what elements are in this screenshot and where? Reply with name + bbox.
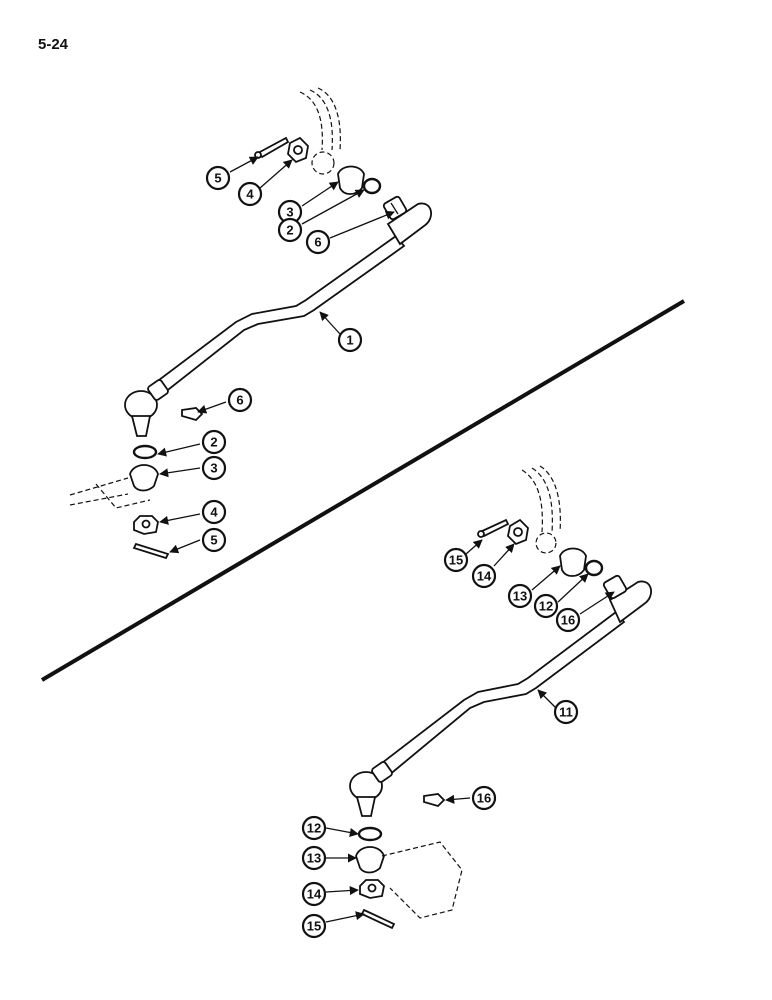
lower-right-tie-rod-end xyxy=(602,574,652,624)
callout-12: 12 xyxy=(533,593,559,619)
svg-text:4: 4 xyxy=(246,187,254,202)
lower-assembly: 15 14 13 12 16 11 16 12 13 14 15 xyxy=(301,465,652,939)
callout-1: 1 xyxy=(337,327,363,353)
svg-text:14: 14 xyxy=(477,569,492,584)
svg-text:16: 16 xyxy=(477,791,491,806)
page-number: 5-24 xyxy=(38,36,69,53)
upper-leaders xyxy=(157,156,395,554)
upper-steering-arm-phantom xyxy=(299,87,341,175)
lower-leaders xyxy=(325,539,615,923)
lower-tie-rod-tube xyxy=(376,610,626,778)
upper-top-hardware xyxy=(254,136,382,195)
lower-bottom-hardware xyxy=(355,793,463,930)
upper-left-tie-rod-end xyxy=(124,379,169,437)
svg-text:11: 11 xyxy=(559,705,573,720)
svg-text:13: 13 xyxy=(307,851,321,866)
svg-text:15: 15 xyxy=(307,919,321,934)
lower-steering-arm-phantom xyxy=(521,465,561,554)
svg-text:6: 6 xyxy=(236,393,243,408)
svg-text:6: 6 xyxy=(314,235,321,250)
svg-text:5: 5 xyxy=(214,171,221,186)
callout-5: 5 xyxy=(201,527,227,553)
svg-text:2: 2 xyxy=(286,223,293,238)
svg-text:2: 2 xyxy=(210,435,217,450)
svg-text:16: 16 xyxy=(561,613,575,628)
callout-11: 11 xyxy=(553,699,579,725)
callout-13: 13 xyxy=(507,583,533,609)
svg-text:5: 5 xyxy=(210,533,217,548)
svg-text:1: 1 xyxy=(346,333,353,348)
callout-4: 4 xyxy=(201,499,227,525)
callout-6: 6 xyxy=(305,229,331,255)
svg-text:14: 14 xyxy=(307,887,322,902)
divider-line xyxy=(40,299,686,682)
callout-2: 2 xyxy=(201,429,227,455)
svg-text:12: 12 xyxy=(307,821,321,836)
callout-3: 3 xyxy=(201,455,227,481)
upper-right-tie-rod-end xyxy=(382,195,432,246)
svg-text:13: 13 xyxy=(513,589,527,604)
svg-text:3: 3 xyxy=(286,205,293,220)
callout-13: 13 xyxy=(301,845,327,871)
svg-text:4: 4 xyxy=(210,505,218,520)
upper-bottom-hardware xyxy=(69,407,204,560)
callout-5: 5 xyxy=(205,165,231,191)
callout-15: 15 xyxy=(301,913,327,939)
callout-14: 14 xyxy=(471,563,497,589)
callout-14: 14 xyxy=(301,881,327,907)
upper-tie-rod-tube xyxy=(153,234,406,395)
svg-text:3: 3 xyxy=(210,461,217,476)
callout-16: 16 xyxy=(555,607,581,633)
svg-text:15: 15 xyxy=(449,553,463,568)
lower-left-tie-rod-end xyxy=(349,761,393,817)
callout-12: 12 xyxy=(301,815,327,841)
callout-4: 4 xyxy=(237,181,263,207)
callout-16: 16 xyxy=(471,785,497,811)
callout-2: 2 xyxy=(277,217,303,243)
svg-text:12: 12 xyxy=(539,599,553,614)
lower-top-hardware xyxy=(477,518,604,577)
callout-6: 6 xyxy=(227,387,253,413)
callout-15: 15 xyxy=(443,547,469,573)
upper-assembly: 5 4 3 2 6 1 6 2 3 4 5 xyxy=(69,87,432,560)
